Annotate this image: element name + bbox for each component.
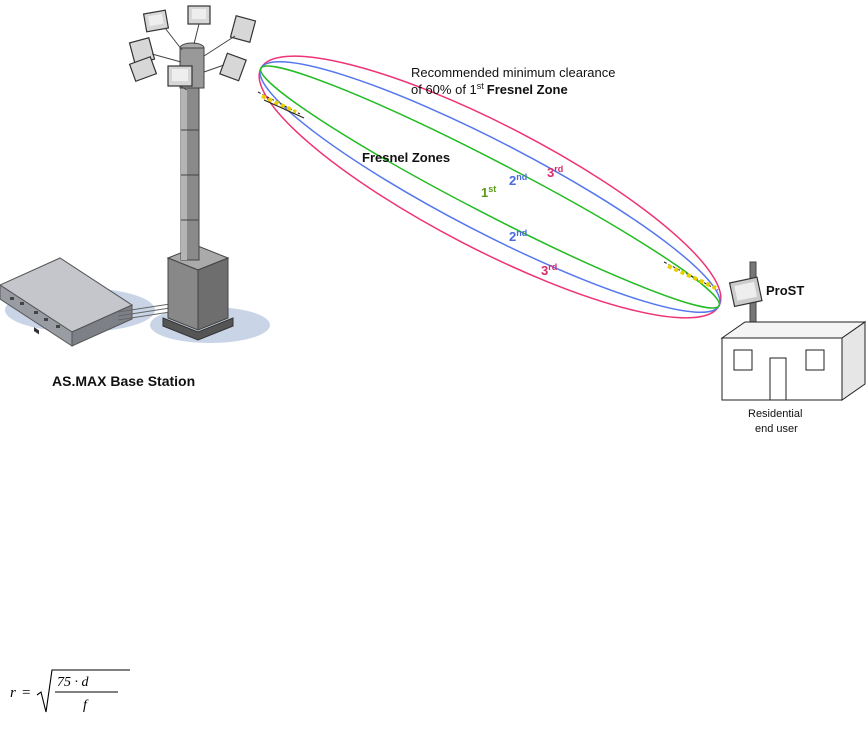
clearance-caption-line1: Recommended minimum clearance [411,65,615,80]
zone-label-3rd-upper: 3rd [547,164,563,180]
base-station-label: AS.MAX Base Station [52,373,195,389]
residential-house [722,322,865,400]
formula-lhs: r [10,685,16,701]
clearance-hazard-end [664,262,718,290]
house-window-right [806,350,824,370]
house-door [770,358,786,400]
zone-label-1st: 1st [481,184,496,200]
prost-label: ProST [766,283,804,298]
formula-equals: = [22,685,30,701]
fresnel-radius-formula: r = 75 · d f [10,670,130,713]
zone-label-2nd-lower: 2nd [509,228,527,244]
fresnel-zones-title: Fresnel Zones [362,150,450,165]
base-station-tower [129,6,255,340]
house-window-left [734,350,752,370]
user-label-line2: end user [755,423,798,435]
user-label-line1: Residential [748,408,802,420]
prost-cpe [730,262,762,322]
zone-label-2nd-upper: 2nd [509,172,527,188]
zone-label-3rd-lower: 3rd [541,262,557,278]
formula-numerator: 75 · d [57,675,90,690]
formula-denominator: f [83,698,89,713]
